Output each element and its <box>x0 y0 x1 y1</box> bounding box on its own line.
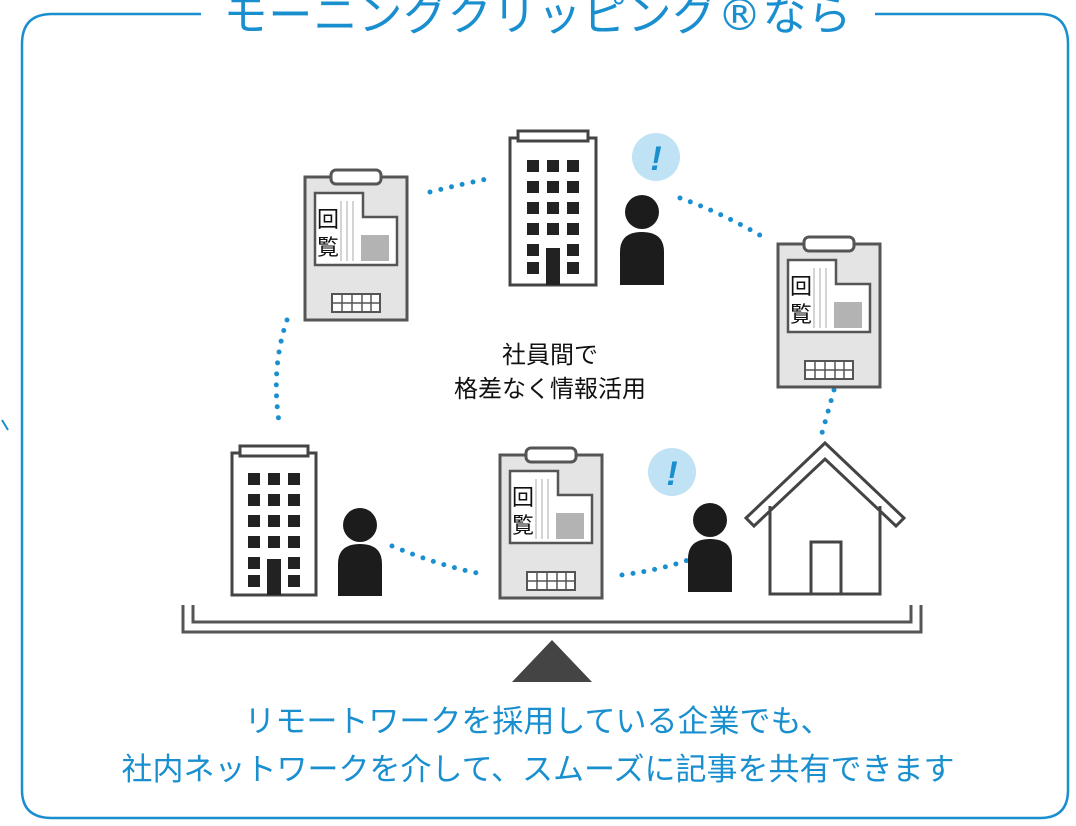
building-top-icon <box>508 129 598 287</box>
connector-person-top-to-doc-right <box>677 195 771 243</box>
frame-mark-left <box>1 419 9 431</box>
alert-mark-top: ! <box>650 140 661 178</box>
building-left-icon <box>230 444 318 597</box>
alert-mark-bottom: ! <box>666 455 677 493</box>
doc-char-kai: 回 <box>512 486 534 511</box>
doc-char-ran: 覧 <box>317 236 339 261</box>
alert-bubble-bottom: ! <box>648 448 696 496</box>
person-left-icon <box>338 508 382 596</box>
balance-beam <box>181 605 923 682</box>
page-title-text: モーニングクリッピング®なら <box>201 0 875 38</box>
person-right-icon <box>688 503 732 592</box>
doc-char-kai: 回 <box>790 275 812 300</box>
doc-char-ran: 覧 <box>512 514 534 539</box>
connector-doc-right-down <box>817 387 837 443</box>
clipboard-doc-right: 回 覧 <box>776 235 882 389</box>
frame-border <box>20 12 1070 820</box>
alert-bubble-top: ! <box>632 133 680 181</box>
person-top-icon <box>620 195 664 285</box>
footer-caption-line2: 社内ネットワークを介して、スムーズに記事を共有できます <box>121 752 955 788</box>
doc-char-ran: 覧 <box>790 303 812 328</box>
dotted-connectors <box>273 175 837 578</box>
clipboard-doc-center: 回 覧 <box>498 446 604 600</box>
doc-char-kai: 回 <box>317 208 339 233</box>
house-icon <box>743 440 907 596</box>
center-label: 社員間で 格差なく情報活用 <box>430 338 670 406</box>
connector-doc-to-building-top <box>427 175 495 195</box>
clipboard-doc-top-left: 回 覧 <box>303 168 409 322</box>
connector-person-left-to-doc-center <box>389 543 485 577</box>
center-label-line1: 社員間で <box>502 341 598 369</box>
center-label-line2: 格差なく情報活用 <box>454 375 646 403</box>
connector-doc-left-down <box>273 317 290 431</box>
page-title: モーニングクリッピング®なら <box>0 0 1076 38</box>
connector-doc-center-to-person-right <box>619 557 691 578</box>
footer-caption-line1: リモートワークを採用している企業でも、 <box>244 704 832 740</box>
balance-fulcrum <box>512 640 592 682</box>
